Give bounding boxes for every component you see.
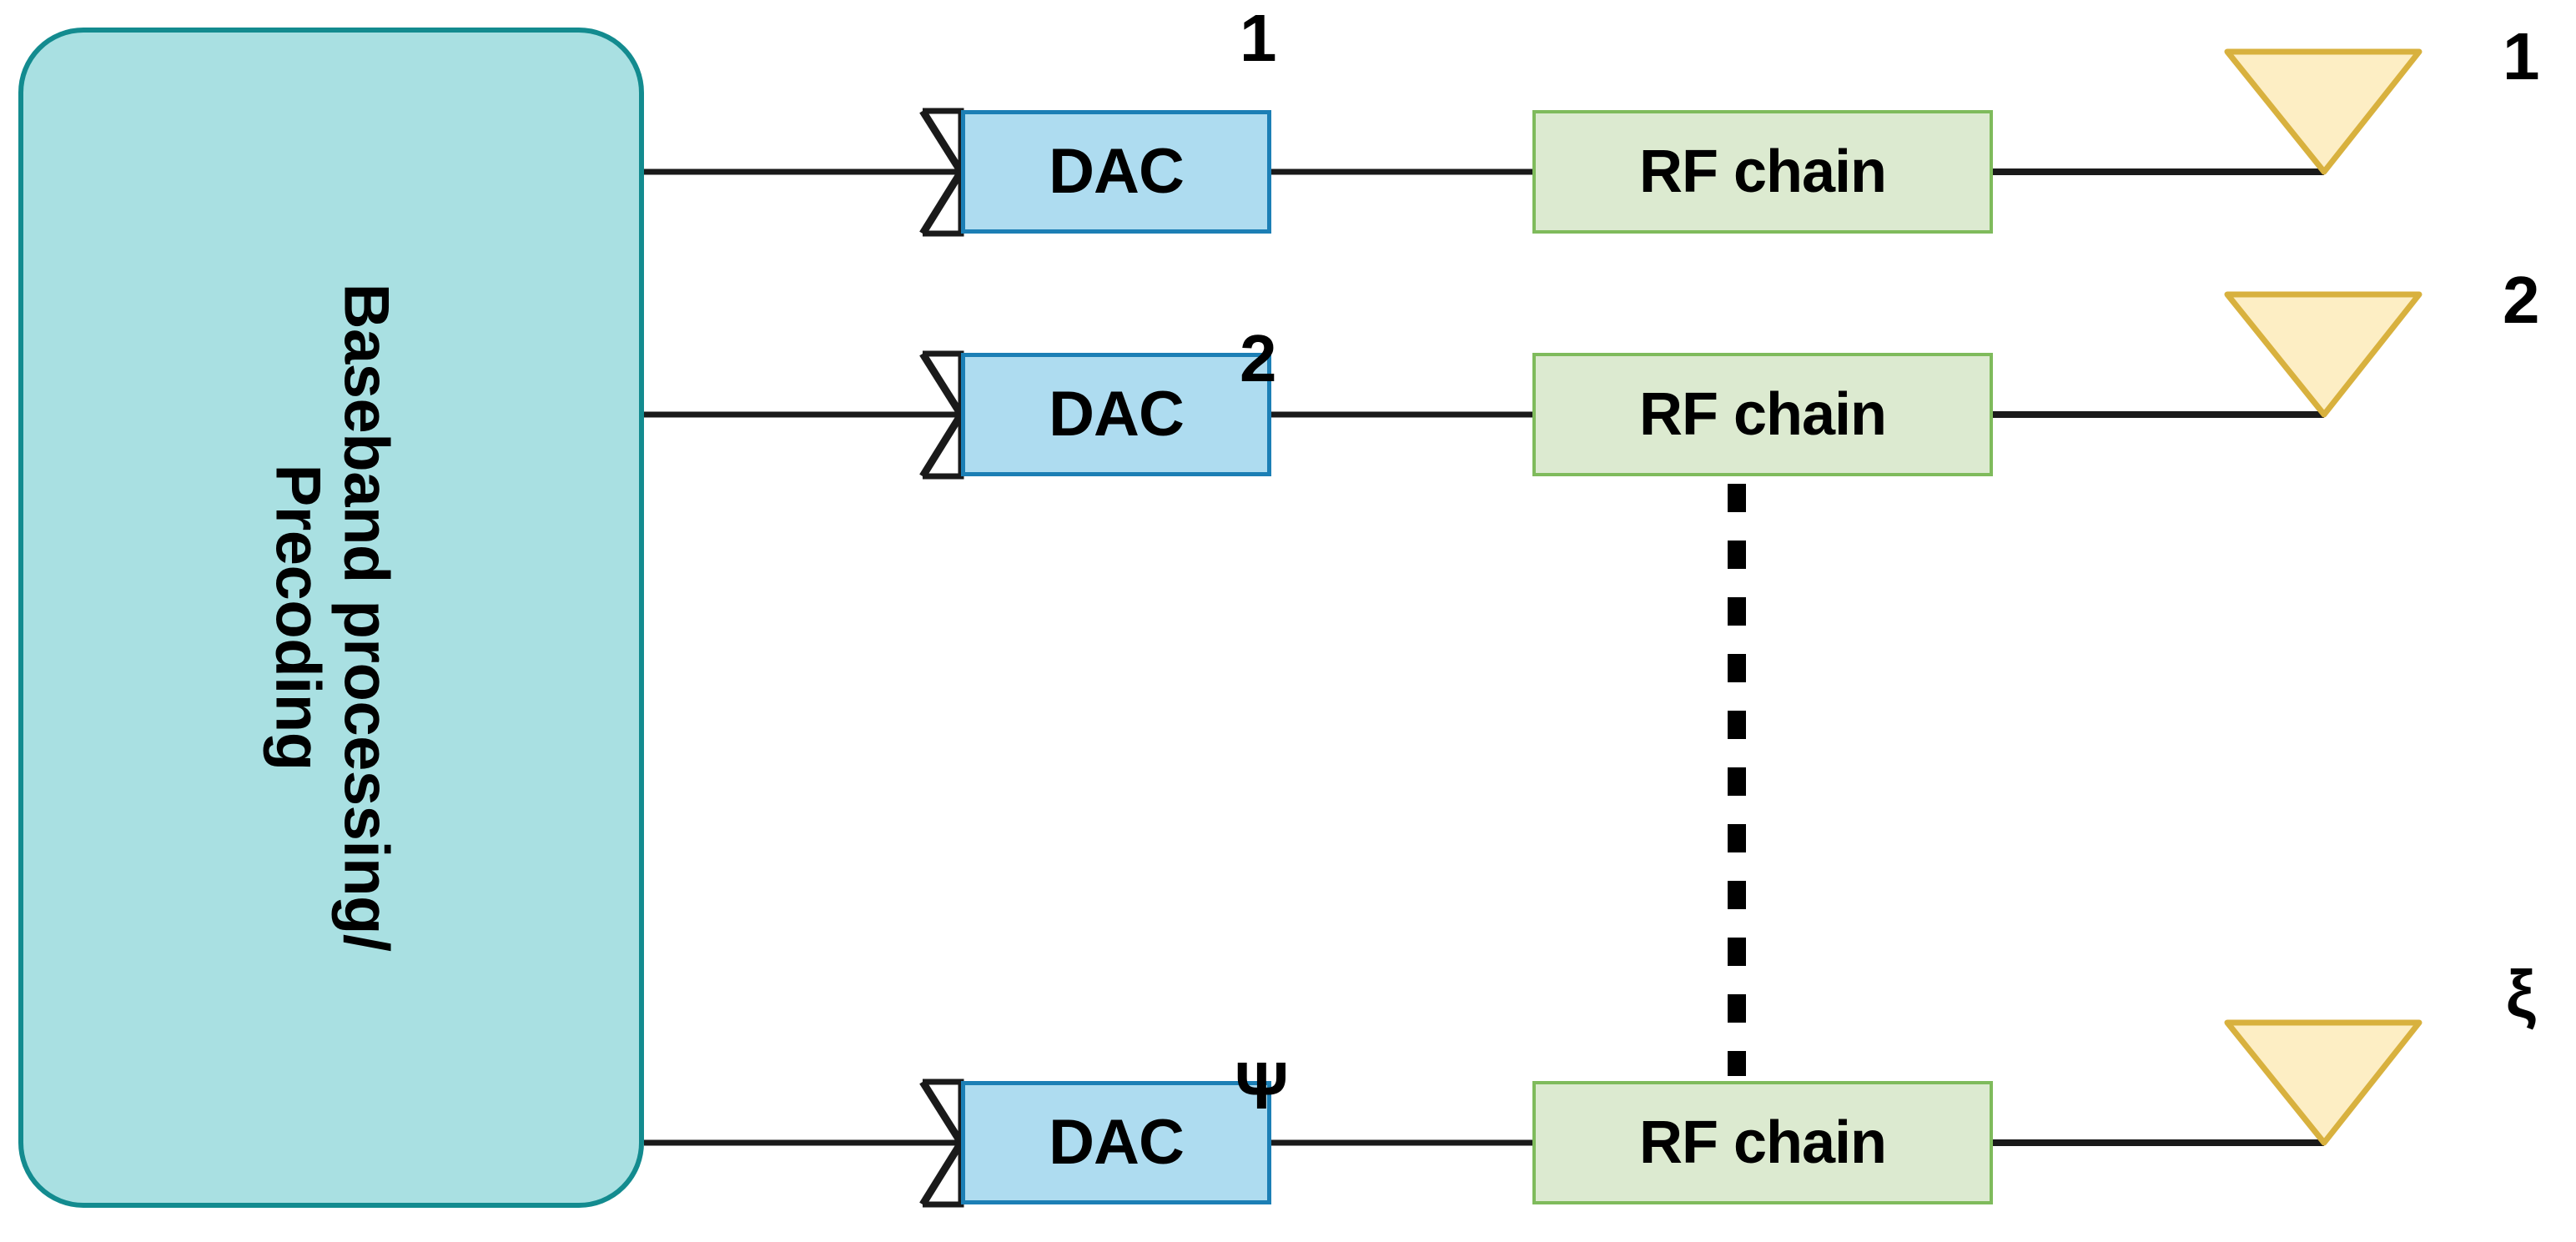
antenna-triangle-1[interactable] bbox=[2224, 48, 2423, 175]
rf-chain-block-1[interactable]: RF chain bbox=[1532, 110, 1993, 234]
antenna-index-label-1: 1 bbox=[2503, 19, 2540, 93]
antenna-triangle-2[interactable] bbox=[2224, 291, 2423, 418]
antenna-index-label-3: ξ bbox=[2506, 957, 2536, 1031]
rf-chain-label: RF chain bbox=[1638, 138, 1887, 205]
antenna-triangle-3[interactable] bbox=[2224, 1019, 2423, 1146]
dac-block-3[interactable]: DAC bbox=[961, 1081, 1271, 1204]
dac-block-label: DAC bbox=[1049, 379, 1185, 450]
dac-input-chevron-diag-top-1 bbox=[919, 108, 964, 174]
baseband-processing-block[interactable] bbox=[18, 28, 644, 1208]
rf-chain-label: RF chain bbox=[1638, 1109, 1887, 1176]
dac-input-chevron-diag-bottom-2 bbox=[919, 412, 964, 479]
dac-input-chevron-diag-top-2 bbox=[919, 351, 964, 417]
dac-block-1[interactable]: DAC bbox=[961, 110, 1271, 234]
rf-chain-label: RF chain bbox=[1638, 381, 1887, 448]
dac-block-label: DAC bbox=[1049, 1107, 1185, 1178]
rf-chain-block-2[interactable]: RF chain bbox=[1532, 353, 1993, 476]
dac-input-chevron-diag-bottom-1 bbox=[919, 169, 964, 236]
dac-index-label-2: 2 bbox=[1240, 321, 1277, 395]
dac-block-label: DAC bbox=[1049, 136, 1185, 207]
dac-input-chevron-diag-bottom-3 bbox=[919, 1140, 964, 1207]
dac-index-label-1: 1 bbox=[1240, 1, 1277, 75]
dac-input-chevron-diag-top-3 bbox=[919, 1079, 964, 1145]
dac-block-2[interactable]: DAC bbox=[961, 353, 1271, 476]
rf-chain-block-3[interactable]: RF chain bbox=[1532, 1081, 1993, 1204]
antenna-index-label-2: 2 bbox=[2503, 263, 2540, 337]
dac-index-label-3: Ψ bbox=[1235, 1048, 1289, 1123]
